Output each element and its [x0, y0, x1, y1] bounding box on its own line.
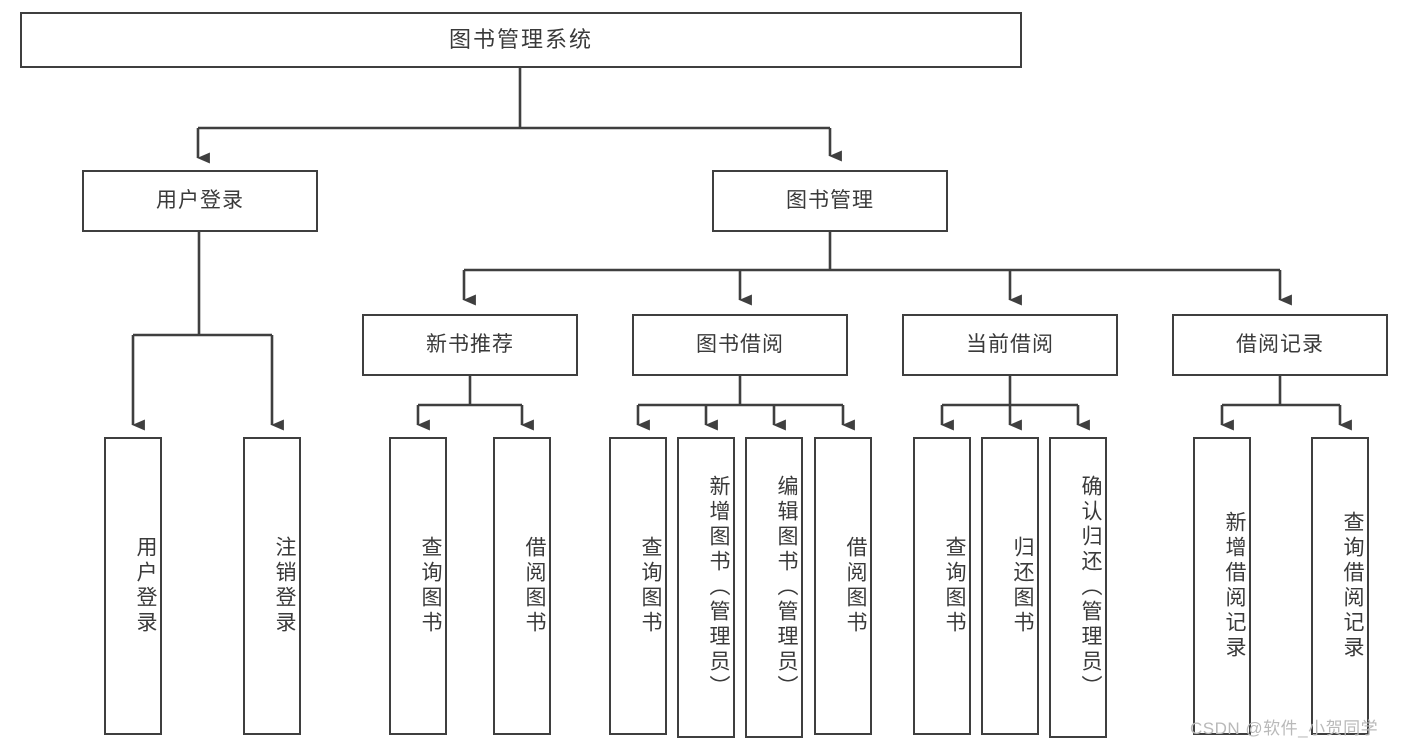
leaf-user-login-logout[interactable]: 注销登录: [243, 437, 301, 735]
node-label: 用户登录: [156, 189, 244, 213]
leaf-borrow-borrow-book[interactable]: 借阅图书: [814, 437, 872, 735]
node-label: 借阅图书: [523, 536, 546, 636]
node-borrow-record[interactable]: 借阅记录: [1172, 314, 1388, 376]
node-label: 用户登录: [134, 536, 157, 636]
node-label: 归还图书: [1011, 536, 1034, 636]
node-label: 查询图书: [639, 536, 662, 636]
node-label: 查询图书: [419, 536, 442, 636]
node-label: 查询图书: [943, 536, 966, 636]
leaf-current-return-book[interactable]: 归还图书: [981, 437, 1039, 735]
leaf-borrow-add-book-admin[interactable]: 新增图书（管理员）: [677, 437, 735, 738]
node-book-management[interactable]: 图书管理: [712, 170, 948, 232]
node-label: 借阅图书: [844, 536, 867, 636]
node-label: 新书推荐: [426, 333, 514, 357]
leaf-current-query-book[interactable]: 查询图书: [913, 437, 971, 735]
leaf-user-login-login[interactable]: 用户登录: [104, 437, 162, 735]
node-label: 新增图书（管理员）: [707, 475, 730, 700]
leaf-borrow-edit-book-admin[interactable]: 编辑图书（管理员）: [745, 437, 803, 738]
node-user-login[interactable]: 用户登录: [82, 170, 318, 232]
node-label: 当前借阅: [966, 333, 1054, 357]
leaf-current-confirm-return-admin[interactable]: 确认归还（管理员）: [1049, 437, 1107, 738]
node-new-book-recommend[interactable]: 新书推荐: [362, 314, 578, 376]
leaf-record-add-record[interactable]: 新增借阅记录: [1193, 437, 1251, 735]
node-label: 确认归还（管理员）: [1079, 475, 1102, 700]
node-label: 借阅记录: [1236, 333, 1324, 357]
node-label: 查询借阅记录: [1341, 511, 1364, 661]
node-label: 图书借阅: [696, 333, 784, 357]
leaf-recommend-query-book[interactable]: 查询图书: [389, 437, 447, 735]
node-label: 注销登录: [273, 536, 296, 636]
node-root-system[interactable]: 图书管理系统: [20, 12, 1022, 68]
leaf-recommend-borrow-book[interactable]: 借阅图书: [493, 437, 551, 735]
node-book-borrow[interactable]: 图书借阅: [632, 314, 848, 376]
node-label: 图书管理: [786, 189, 874, 213]
node-label: 编辑图书（管理员）: [775, 475, 798, 700]
node-label: 新增借阅记录: [1223, 511, 1246, 661]
leaf-record-query-record[interactable]: 查询借阅记录: [1311, 437, 1369, 735]
leaf-borrow-query-book[interactable]: 查询图书: [609, 437, 667, 735]
node-label: 图书管理系统: [448, 26, 593, 52]
node-current-borrow[interactable]: 当前借阅: [902, 314, 1118, 376]
